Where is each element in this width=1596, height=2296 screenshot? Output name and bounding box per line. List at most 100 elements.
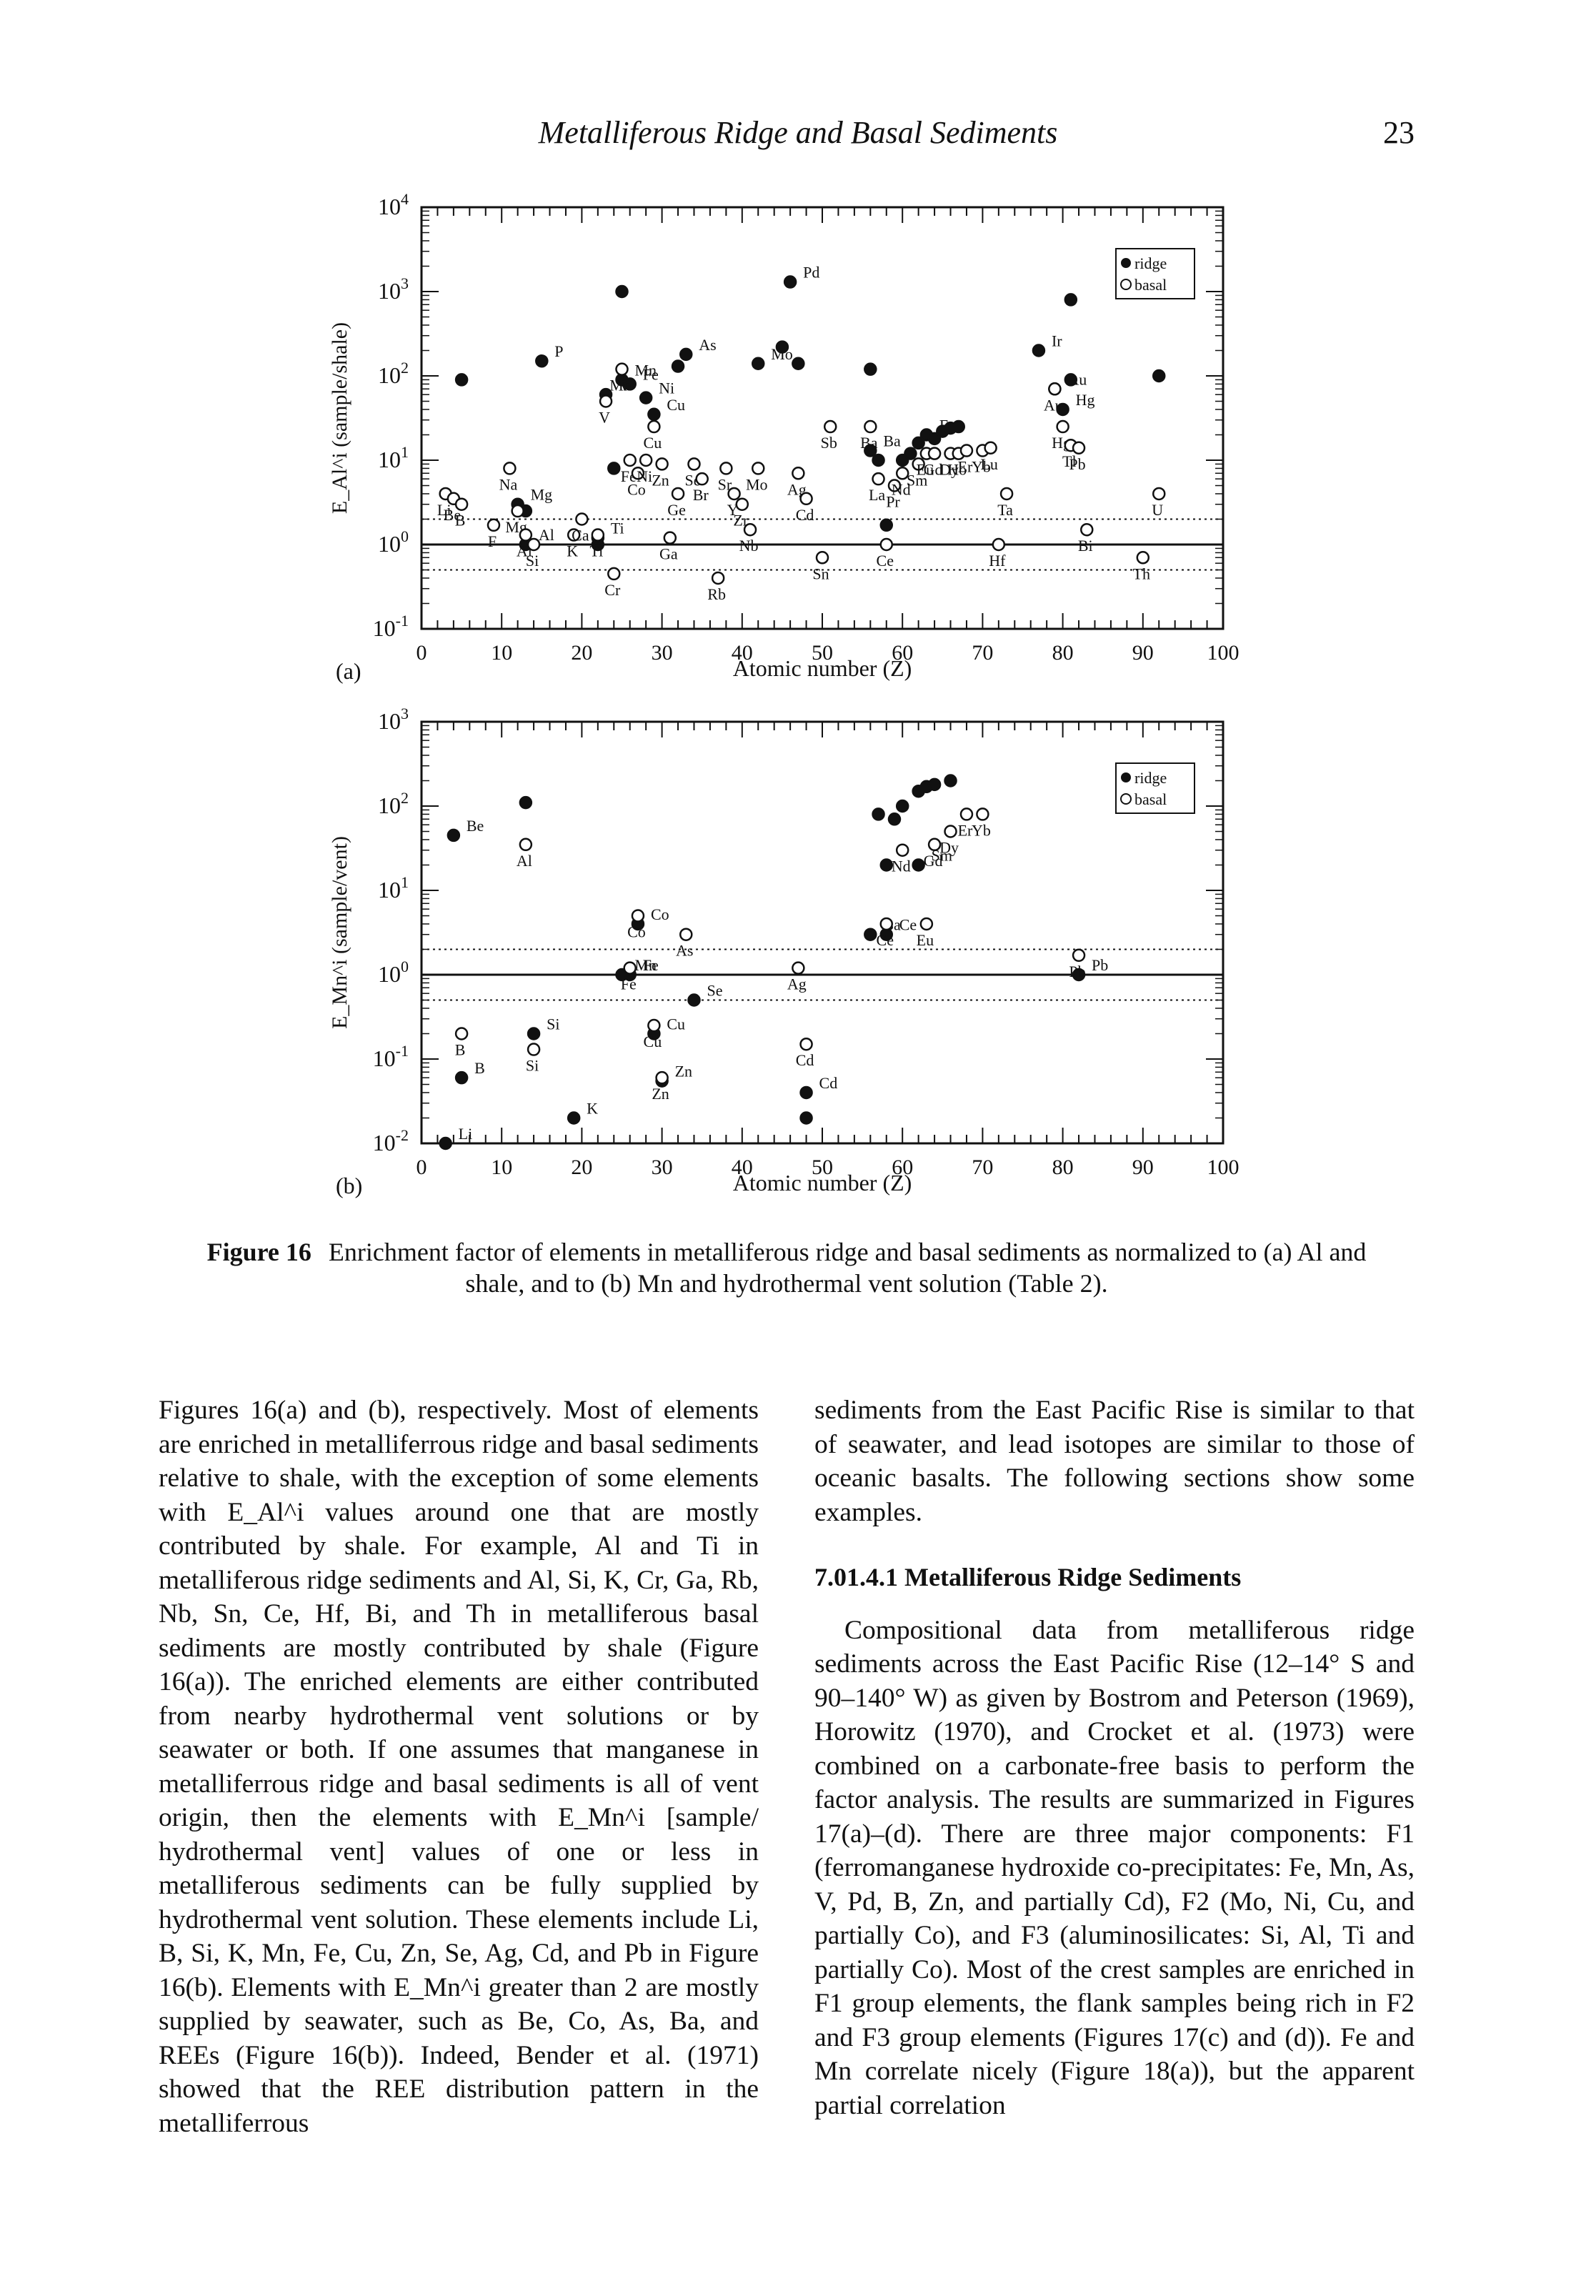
basal-point [439,487,452,501]
point-label: Au [1067,370,1087,388]
ridge-point [944,421,957,435]
basal-point [719,462,733,475]
y-tick-label: 10-1 [373,612,409,641]
x-axis-label: Atomic number (Z) [733,1170,912,1196]
x-tick-label: 20 [571,641,592,665]
legend-marker-basal [1120,793,1132,805]
point-label: Be [444,506,461,524]
body-paragraph: Compositional data from metalliferous ri… [814,1615,1415,2120]
basal-point [567,528,581,542]
ridge-point [591,537,605,552]
basal-point [631,909,645,923]
point-label: Mn [635,956,657,974]
x-tick-label: 90 [1132,1156,1154,1179]
point-label: Cd [796,506,814,524]
point-label: Ag [787,480,807,498]
basal-point [1056,419,1069,434]
basal-point [799,1037,813,1051]
ridge-point [872,807,885,821]
x-tick-label: 70 [972,641,993,665]
point-label: Se [707,982,722,1000]
point-label: Pb [1092,956,1108,974]
point-label: Nd [892,480,911,498]
point-label: Hg [1076,391,1095,409]
basal-point [647,1018,661,1033]
point-label: Ti [589,542,603,560]
point-label: Gd [924,461,943,479]
ridge-point [799,1111,813,1125]
point-label: Br [693,486,709,504]
point-label: Al [517,852,532,870]
legend-marker-ridge [1121,258,1131,268]
point-label: Dy [939,461,959,479]
x-tick-label: 90 [1132,641,1154,665]
point-label: Ce [877,552,894,570]
y-axis-label: E_Mn^i (sample/vent) [328,836,351,1029]
ridge-point [591,531,605,545]
point-label: Lu [980,455,997,473]
ridge-point [1032,344,1046,357]
ridge-point [679,347,693,362]
basal-point [527,1043,541,1056]
ridge-point [1064,293,1078,307]
caption-label: Figure 16 [206,1238,311,1266]
point-label: Zn [652,1085,669,1103]
point-label: Fe [643,365,659,383]
ridge-point [864,362,877,376]
point-label: Eu [917,461,934,479]
point-label: Nb [739,537,759,555]
panel-label: (b) [336,1173,362,1198]
point-label: Y [727,501,739,519]
basal-point [1064,438,1078,452]
point-label: Sb [821,434,837,452]
point-label: Fe [643,956,659,974]
ridge-point [1056,402,1069,417]
point-label: K [567,542,578,560]
y-tick-label: 100 [378,958,409,987]
basal-point [959,807,974,821]
basal-point [679,928,693,941]
ridge-point [944,774,957,787]
point-label: Si [547,1015,559,1033]
point-label: Fe [621,467,637,485]
ridge-point [864,928,877,941]
ridge-point [919,428,934,442]
basal-point [447,492,461,506]
point-label: Ir [1052,332,1062,349]
ridge-point [927,777,942,792]
x-tick-label: 100 [1207,641,1240,665]
ridge-point [912,436,925,450]
point-label: Er [958,821,973,839]
ridge-point [615,284,629,299]
basal-point [799,492,813,506]
point-label: B [455,512,466,530]
basal-point [607,567,621,581]
ridge-point [895,799,909,813]
basal-point [751,462,765,475]
point-label: Ga [659,545,678,563]
point-label: Se [684,471,700,489]
point-label: Sm [907,471,927,489]
x-tick-label: 30 [652,1156,673,1179]
ridge-point [751,357,765,371]
basal-point [655,457,669,471]
legend-marker-basal [1120,279,1132,290]
ridge-point [687,993,701,1007]
point-label: Sr [718,475,732,493]
ridge-point [936,424,949,438]
body-paragraph: Figures 16(a) and (b), respectively. Mos… [159,1396,759,2138]
point-label: Yb [972,821,991,839]
point-label: Er [958,458,973,476]
basal-point [999,487,1014,501]
basal-point [887,479,902,492]
point-label: B [474,1059,485,1077]
ridge-point [623,968,637,982]
ridge-point [864,444,877,457]
ridge-point [879,518,894,532]
basal-point [671,487,685,501]
basal-point [711,571,725,585]
point-label: Pd [803,264,819,282]
running-title: Metalliferous Ridge and Basal Sediments [538,115,1058,150]
page-number: 23 [1383,115,1415,150]
caption-line-2: shale, and to (b) Mn and hydrothermal ve… [465,1269,1108,1298]
